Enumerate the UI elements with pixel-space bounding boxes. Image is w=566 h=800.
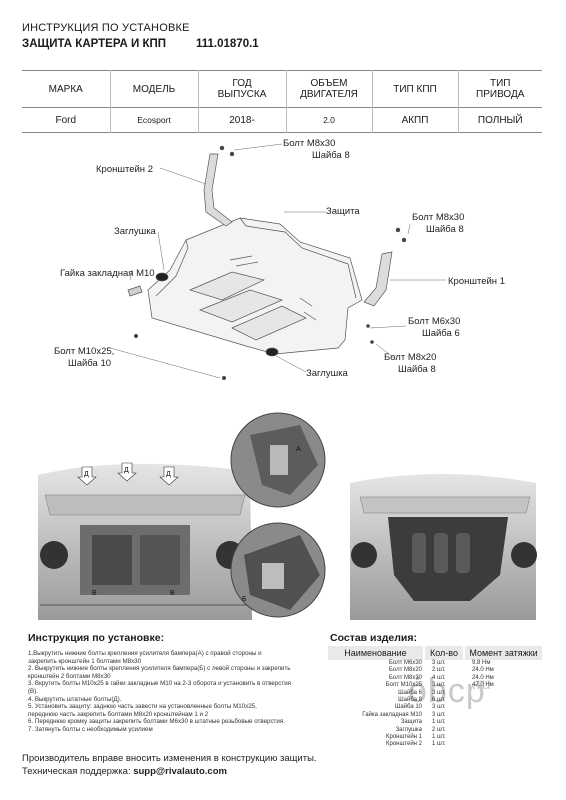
step-line: 7. Затянуть болты с необходимым усилием [28,725,153,733]
guard-rib-2 [199,289,283,323]
label-bolt-m10x25: Болт М10х25, [54,346,115,357]
marker-b: Б [242,596,247,603]
label-washer8-right: Шайба 8 [426,224,464,235]
marker-v-2: В [170,590,175,597]
label-guard: Защита [326,206,360,217]
label-bracket2: Кронштейн 2 [96,164,153,175]
step-line: 2. Выкрутить нижние болты крепления усил… [28,665,291,673]
watermark-suffix: .ru [472,676,491,693]
components-title: Состав изделия: [330,632,417,644]
article-number: 111.01870.1 [196,38,259,50]
step-line: закрепить кронштейн 1 болтами М8х30 [28,657,142,665]
photo-right-installed [350,474,537,620]
spec-engine: 2.0 [286,107,373,133]
plug-bottom [265,347,279,357]
guard-rib-1 [188,271,266,301]
components-header-torque: Момент затяжки [464,646,542,660]
step-line: кронштейн 2 болтами М8х30 [28,672,111,680]
components-table: Наименование Кол-во Момент затяжки Болт … [328,646,542,749]
spec-header-model: МОДЕЛЬ [110,70,199,108]
step-line: 1.Выкрутить нижние болты крепления усили… [28,650,262,657]
bracket-2 [203,153,233,227]
spec-gearbox: АКПП [372,107,459,133]
instructions-steps: 1.Выкрутить нижние болты крепления усили… [28,650,313,734]
components-header-row: Наименование Кол-во Момент затяжки [328,646,542,660]
bracket-1 [363,251,393,307]
label-washer6: Шайба 6 [422,328,460,339]
label-washer8-top: Шайба 8 [312,150,350,161]
step-line: (В). [28,687,38,695]
instructions-title: Инструкция по установке: [28,632,165,644]
marker-d-3: Д [166,471,171,478]
doc-title-line2: ЗАЩИТА КАРТЕРА И КПП [22,38,167,50]
footer-support: Техническая поддержка: supp@rivalauto.co… [22,766,227,777]
spec-header-gearbox: ТИП КПП [372,70,459,108]
step-line: переднюю часть закрепить болтами М8х20 к… [28,710,209,718]
label-washer10: Шайба 10 [68,358,112,369]
watermark-logo: ȯbcp [408,672,486,710]
label-bolt-m8x30-top: Болт М8х30 [283,138,336,149]
assembly-diagram [109,143,446,380]
marker-v-1: В [92,590,97,597]
footer-disclaimer: Производитель вправе вносить изменения в… [22,753,317,764]
guard-plate-outline [147,217,363,355]
step-line: 3. Вкрутить болты М10х25 в гайки закладн… [28,680,292,688]
label-nut-m10: Гайка закладная М10 [60,268,155,279]
components-header-name: Наименование [328,646,425,660]
nut-m10 [127,285,143,297]
label-plug-top: Заглушка [114,226,156,237]
label-plug-bottom: Заглушка [306,368,348,379]
label-bolt-m8x30-right: Болт М8х30 [412,212,465,223]
label-bolt-m8x20: Болт М8х20 [384,352,437,363]
guard-rib-3 [231,305,307,341]
spec-make: Ford [22,107,111,133]
plug-top [155,272,169,282]
spec-header-make: МАРКА [22,70,111,108]
step-line: 4. Выкрутить штатные болты(Д). [28,695,122,703]
spec-model: Ecosport [110,107,199,133]
step-line: 5. Установить защиту: заднюю часть завес… [28,703,257,711]
label-bracket1: Кронштейн 1 [448,276,505,287]
spec-drive: ПОЛНЫЙ [477,114,523,126]
marker-a: А [296,446,301,453]
support-label: Техническая поддержка: [22,766,131,777]
components-header-qty: Кол-во [424,646,465,660]
zoom-circle-bottom [230,522,326,618]
support-email-link[interactable]: supp@rivalauto.com [133,766,227,777]
spec-row: Ford Ecosport 2018- 2.0 АКПП ПОЛНЫЙ [22,107,542,133]
label-bolt-m6x30: Болт М6х30 [408,316,461,327]
label-washer8-bottom: Шайба 8 [398,364,436,375]
spec-year: 2018- [198,107,287,133]
marker-d-1: Д [84,471,89,478]
zoom-circle-top [230,412,326,508]
step-line: 6. Переднюю кромку защиты закрепить болт… [28,718,285,726]
photo-left-undercarriage [38,463,252,620]
installation-photos: Д Д Д А Б В В [38,412,537,620]
doc-title-line1: ИНСТРУКЦИЯ ПО УСТАНОВКЕ [22,22,190,34]
marker-d-2: Д [124,467,129,474]
